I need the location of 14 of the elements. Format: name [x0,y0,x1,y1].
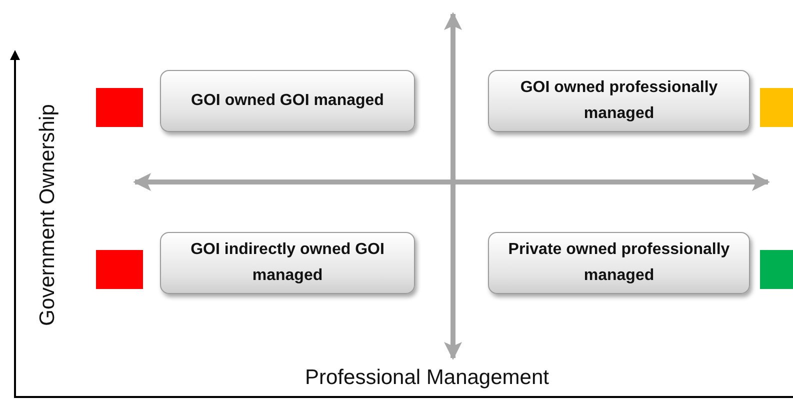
status-square [760,88,793,127]
quadrant-text: GOI indirectly owned GOI managed [190,240,386,286]
status-square [96,250,143,289]
quadrant-box [488,70,750,132]
quadrant-text: GOI owned professionally managed [519,78,719,124]
quadrant-box [160,70,415,132]
quadrant-text: Private owned professionally managed [507,240,731,286]
status-square [96,88,143,127]
axis-label: Professional Management [305,366,549,390]
status-square [760,250,793,289]
quadrant-box [160,232,415,294]
quadrant-text: GOI owned GOI managed [191,91,384,111]
quadrant-box [488,232,750,294]
axis-label: Government Ownership [36,104,60,326]
